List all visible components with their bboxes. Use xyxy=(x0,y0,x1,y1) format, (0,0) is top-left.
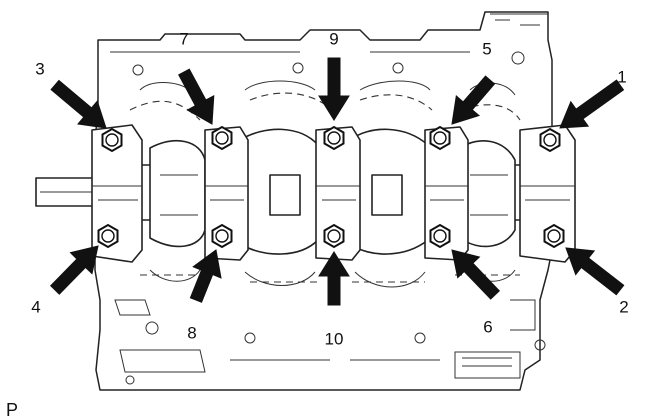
bolt-number-7: 7 xyxy=(179,29,188,48)
bolt-8 xyxy=(211,223,233,249)
engine-block-outline xyxy=(94,11,553,391)
arrow-9 xyxy=(318,57,350,121)
bolt-6 xyxy=(429,223,451,249)
bolt-10 xyxy=(323,223,345,249)
bearing-caps xyxy=(91,124,576,263)
bolt-number-6: 6 xyxy=(483,317,492,336)
bolt-layer xyxy=(97,125,565,249)
arrow-2 xyxy=(565,247,625,296)
bolt-5 xyxy=(429,125,451,151)
bolt-number-9: 9 xyxy=(329,29,338,48)
arrow-6 xyxy=(451,249,501,300)
bolt-4 xyxy=(97,223,119,249)
bolt-9 xyxy=(323,125,345,151)
bolt-3 xyxy=(101,127,123,153)
arrow-3 xyxy=(50,79,107,129)
bolt-2 xyxy=(543,223,565,249)
bolt-number-5: 5 xyxy=(482,39,491,58)
bolt-number-4: 4 xyxy=(31,297,40,316)
bolt-number-1: 1 xyxy=(617,67,626,86)
label-layer: 1 2 3 4 5 6 7 8 9 10 xyxy=(31,29,628,348)
bolt-number-3: 3 xyxy=(35,59,44,78)
corner-label: P xyxy=(6,400,18,420)
arrow-8 xyxy=(189,249,222,303)
bolt-number-2: 2 xyxy=(619,297,628,316)
arrow-4 xyxy=(49,245,99,295)
bolt-1 xyxy=(539,127,561,153)
bolt-number-10: 10 xyxy=(325,329,344,348)
bolt-number-8: 8 xyxy=(187,323,196,342)
arrow-7 xyxy=(178,68,215,125)
arrow-1 xyxy=(559,79,625,129)
bolt-7 xyxy=(211,125,233,151)
arrow-10 xyxy=(318,251,350,306)
arrow-5 xyxy=(451,75,496,125)
bearing-cap-3 xyxy=(315,126,361,261)
arrow-layer xyxy=(49,57,625,306)
